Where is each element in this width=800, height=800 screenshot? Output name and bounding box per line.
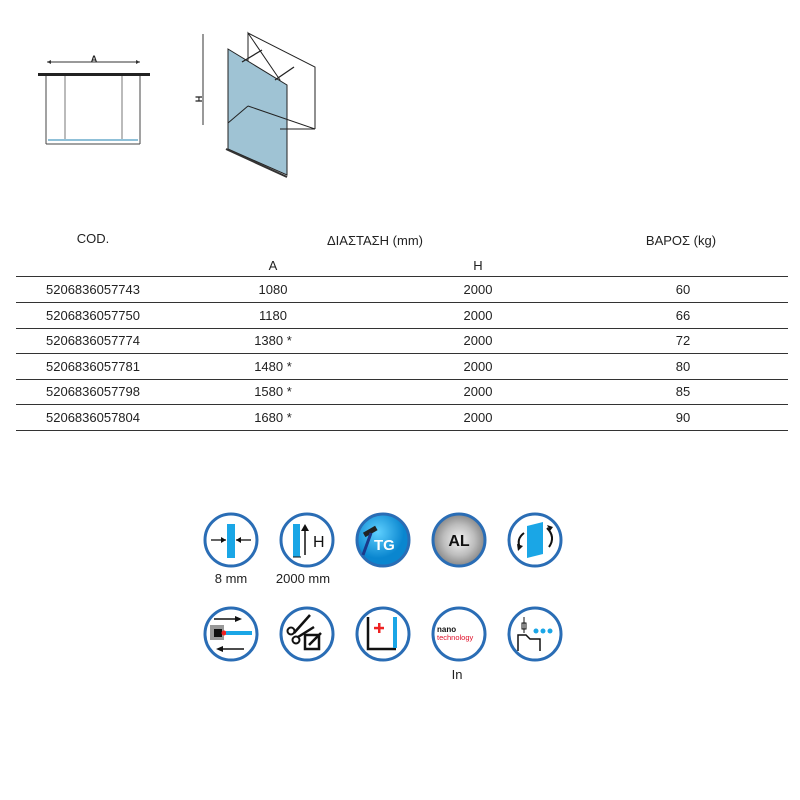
divider (16, 353, 788, 355)
svg-text:technology: technology (437, 633, 474, 642)
water-repellent-icon (507, 606, 563, 662)
svg-text:nano: nano (437, 625, 456, 634)
cell-a: 1080 (258, 282, 288, 297)
cell-code: 5206836057781 (46, 358, 140, 374)
cell-code: 5206836057774 (46, 333, 140, 349)
cell-h: 2000 (463, 282, 493, 297)
header-weight: ΒΑΡΟΣ (kg) (645, 233, 717, 248)
cell-h: 2000 (463, 307, 493, 323)
nano-label: In (451, 667, 463, 682)
cell-weight: 85 (675, 384, 691, 400)
header-h: H (473, 258, 483, 273)
svg-text:H: H (313, 534, 325, 551)
glass-height-icon: H (279, 512, 335, 568)
nano-technology-icon: nano technology (431, 606, 487, 662)
cell-weight: 66 (675, 307, 691, 323)
svg-text:TG: TG (374, 537, 395, 554)
top-view-diagram (38, 60, 150, 145)
divider (16, 430, 788, 431)
wall-adjustment-icon (355, 606, 411, 662)
cell-a: 1480 * (254, 358, 292, 374)
cell-h: 2000 (463, 384, 493, 400)
divider (16, 327, 788, 329)
header-code: COD. (76, 231, 110, 246)
adjustable-profile-icon (203, 606, 259, 662)
custom-cut-icon (279, 606, 335, 662)
cell-a: 1380 * (254, 333, 292, 349)
header-dimension: ΔΙΑΣΤΑΣΗ (mm) (326, 233, 424, 248)
divider (16, 302, 788, 303)
cell-code: 5206836057743 (46, 282, 140, 297)
cell-h: 2000 (463, 333, 493, 349)
cell-weight: 72 (675, 333, 691, 349)
cell-h: 2000 (463, 410, 493, 425)
header-a: A (268, 258, 278, 273)
tempered-glass-icon: TG (355, 512, 411, 568)
cell-weight: 60 (675, 282, 691, 297)
height-value-label: 2000 mm (275, 571, 331, 586)
divider (16, 404, 788, 406)
cell-h: 2000 (463, 358, 493, 374)
cell-code: 5206836057804 (46, 410, 140, 425)
divider (16, 276, 788, 277)
cell-a: 1180 (259, 307, 287, 323)
perspective-diagram (202, 31, 316, 178)
cell-code: 5206836057798 (46, 384, 140, 400)
cell-code: 5206836057750 (46, 307, 140, 323)
cell-weight: 80 (675, 358, 691, 374)
height-label: H (193, 95, 204, 103)
cell-weight: 90 (675, 410, 691, 425)
svg-text:AL: AL (448, 533, 470, 550)
divider (16, 378, 788, 380)
cell-a: 1680 * (254, 410, 292, 425)
aluminium-icon: AL (431, 512, 487, 568)
reversible-icon (507, 512, 563, 568)
cell-a: 1580 * (254, 384, 292, 400)
width-label: A (90, 54, 98, 64)
glass-thickness-icon (203, 512, 259, 568)
thickness-label: 8 mm (214, 571, 248, 586)
